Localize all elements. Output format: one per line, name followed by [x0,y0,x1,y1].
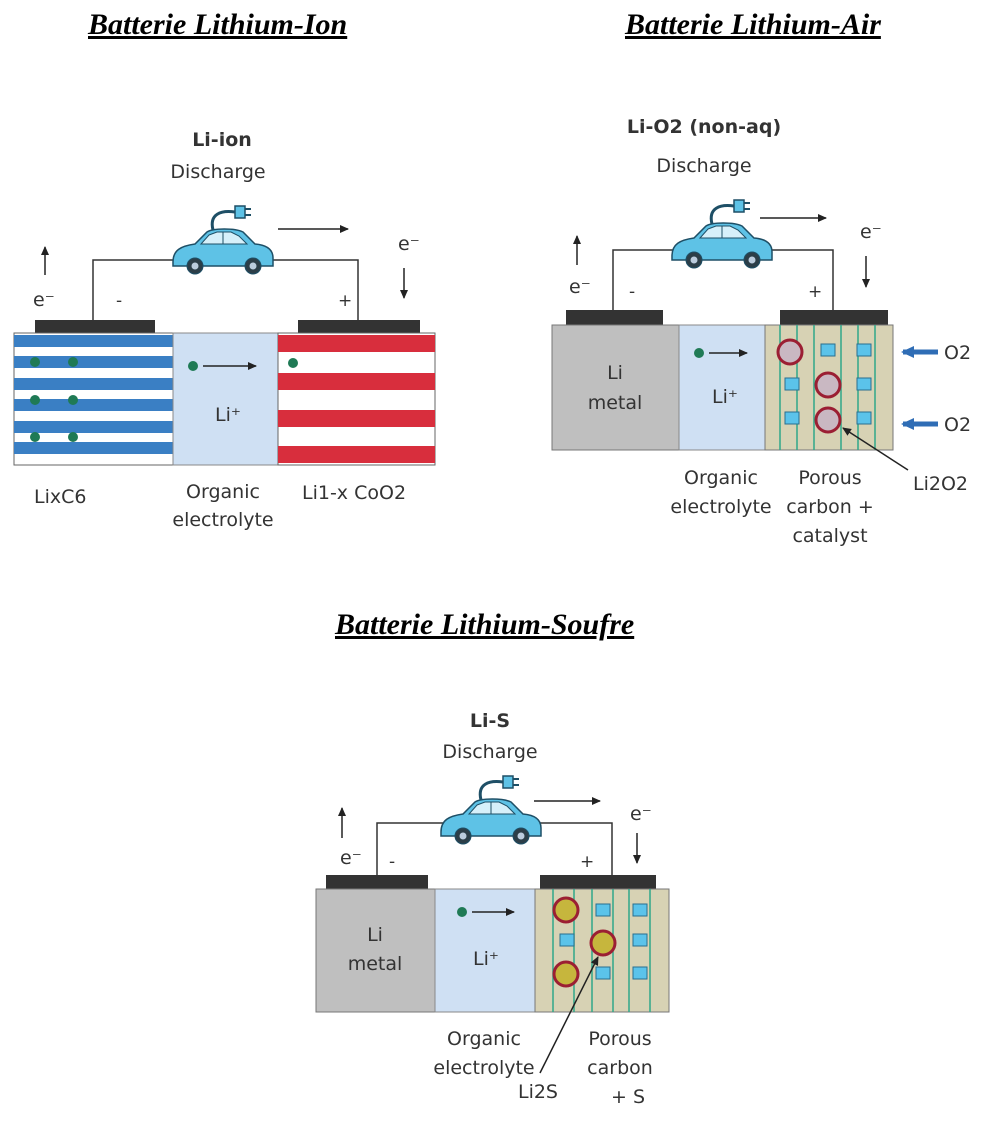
li-s-electrolyte: Li⁺ [434,888,536,1013]
li-air-anode-collector [566,310,663,325]
li-s-product-label: Li2S [518,1081,558,1103]
li-ion-mode: Discharge [170,161,265,183]
li-ion-cathode-label: Li1-x CoO2 [302,482,406,504]
li-s-cathode-label-2: carbon [587,1057,653,1079]
li-ion-anode-collector [35,320,155,333]
li-air-product-label: Li2O2 [913,473,968,495]
li-air-diagram: Li-O2 (non-aq) Discharge e⁻ - + e⁻ Li me… [551,116,971,547]
li-s-product-pointer [539,956,599,1074]
li-s-cathode [534,888,670,1013]
li-s-plus: + [580,852,594,872]
li-ion-car-icon [171,204,275,276]
li-air-car-icon [670,198,774,270]
li-air-electrolyte-label-1: Organic [684,467,758,489]
li-s-minus: - [389,852,395,872]
li-ion-plus: + [338,291,352,311]
li-s-electron-left: e⁻ [340,847,362,869]
li-air-cathode-label-3: catalyst [792,525,867,547]
li-ion-anode [13,332,174,466]
li-s-electrolyte-label-2: electrolyte [433,1057,534,1079]
li-ion-cathode-collector [298,320,420,333]
li-ion-electrolyte-label-2: electrolyte [172,509,273,531]
heading-li-ion: Batterie Lithium-Ion [88,8,348,41]
li-ion-diagram: Li-ion Discharge e⁻ - + e⁻ [13,129,436,531]
li-air-product-pointer [842,427,909,471]
li-s-cathode-label-3: + S [611,1086,645,1108]
li-air-cathode-label-1: Porous [798,467,861,489]
li-s-external-circuit [376,822,613,875]
li-air-oxygen-inflow: O2 O2 [901,342,971,436]
li-air-electron-left: e⁻ [569,276,591,298]
li-air-ion-label: Li⁺ [712,386,738,408]
li-ion-electron-left: e⁻ [33,289,55,311]
li-air-title: Li-O2 (non-aq) [627,116,781,138]
li-s-anode-label-1: Li [367,924,383,946]
li-air-anode-label-2: metal [588,392,643,414]
li-air-electrolyte: Li⁺ [678,324,766,451]
li-ion-title: Li-ion [192,129,252,151]
li-air-electron-right: e⁻ [860,221,882,243]
li-ion-anode-label: LixC6 [34,486,86,508]
li-ion-electrolyte-label-1: Organic [186,481,260,503]
li-ion-electron-right: e⁻ [398,233,420,255]
li-air-anode-label-1: Li [607,362,623,384]
li-s-anode-collector [326,875,428,889]
li-s-cathode-label-1: Porous [588,1028,651,1050]
li-air-electrolyte-label-2: electrolyte [670,496,771,518]
li-ion-ion-label: Li⁺ [215,404,241,426]
li-ion-electrolyte: Li⁺ [172,332,279,466]
li-air-mode: Discharge [656,155,751,177]
li-s-anode-label-2: metal [348,953,403,975]
li-air-gas-2: O2 [944,414,971,436]
li-s-electrolyte-label-1: Organic [447,1028,521,1050]
heading-li-air: Batterie Lithium-Air [625,8,881,41]
li-air-minus: - [629,282,635,302]
li-air-external-circuit [612,249,834,310]
li-air-cathode [764,324,894,451]
li-s-title: Li-S [470,710,510,732]
li-s-diagram: Li-S Discharge e⁻ - + e⁻ Li metal Li⁺ [315,710,670,1108]
heading-li-s: Batterie Lithium-Soufre [335,608,635,641]
li-ion-external-circuit [92,259,359,320]
li-s-cathode-collector [540,875,656,889]
li-ion-cathode [277,332,436,466]
li-air-cathode-collector [780,310,888,325]
li-air-gas-1: O2 [944,342,971,364]
li-air-cathode-label-2: carbon + [786,496,874,518]
li-s-electron-right: e⁻ [630,803,652,825]
li-s-anode: Li metal [315,888,436,1013]
li-s-ion-label: Li⁺ [473,948,499,970]
li-air-plus: + [808,282,822,302]
li-air-anode: Li metal [551,324,680,451]
li-s-mode: Discharge [442,741,537,763]
li-s-car-icon [439,774,543,846]
li-ion-minus: - [116,291,122,311]
